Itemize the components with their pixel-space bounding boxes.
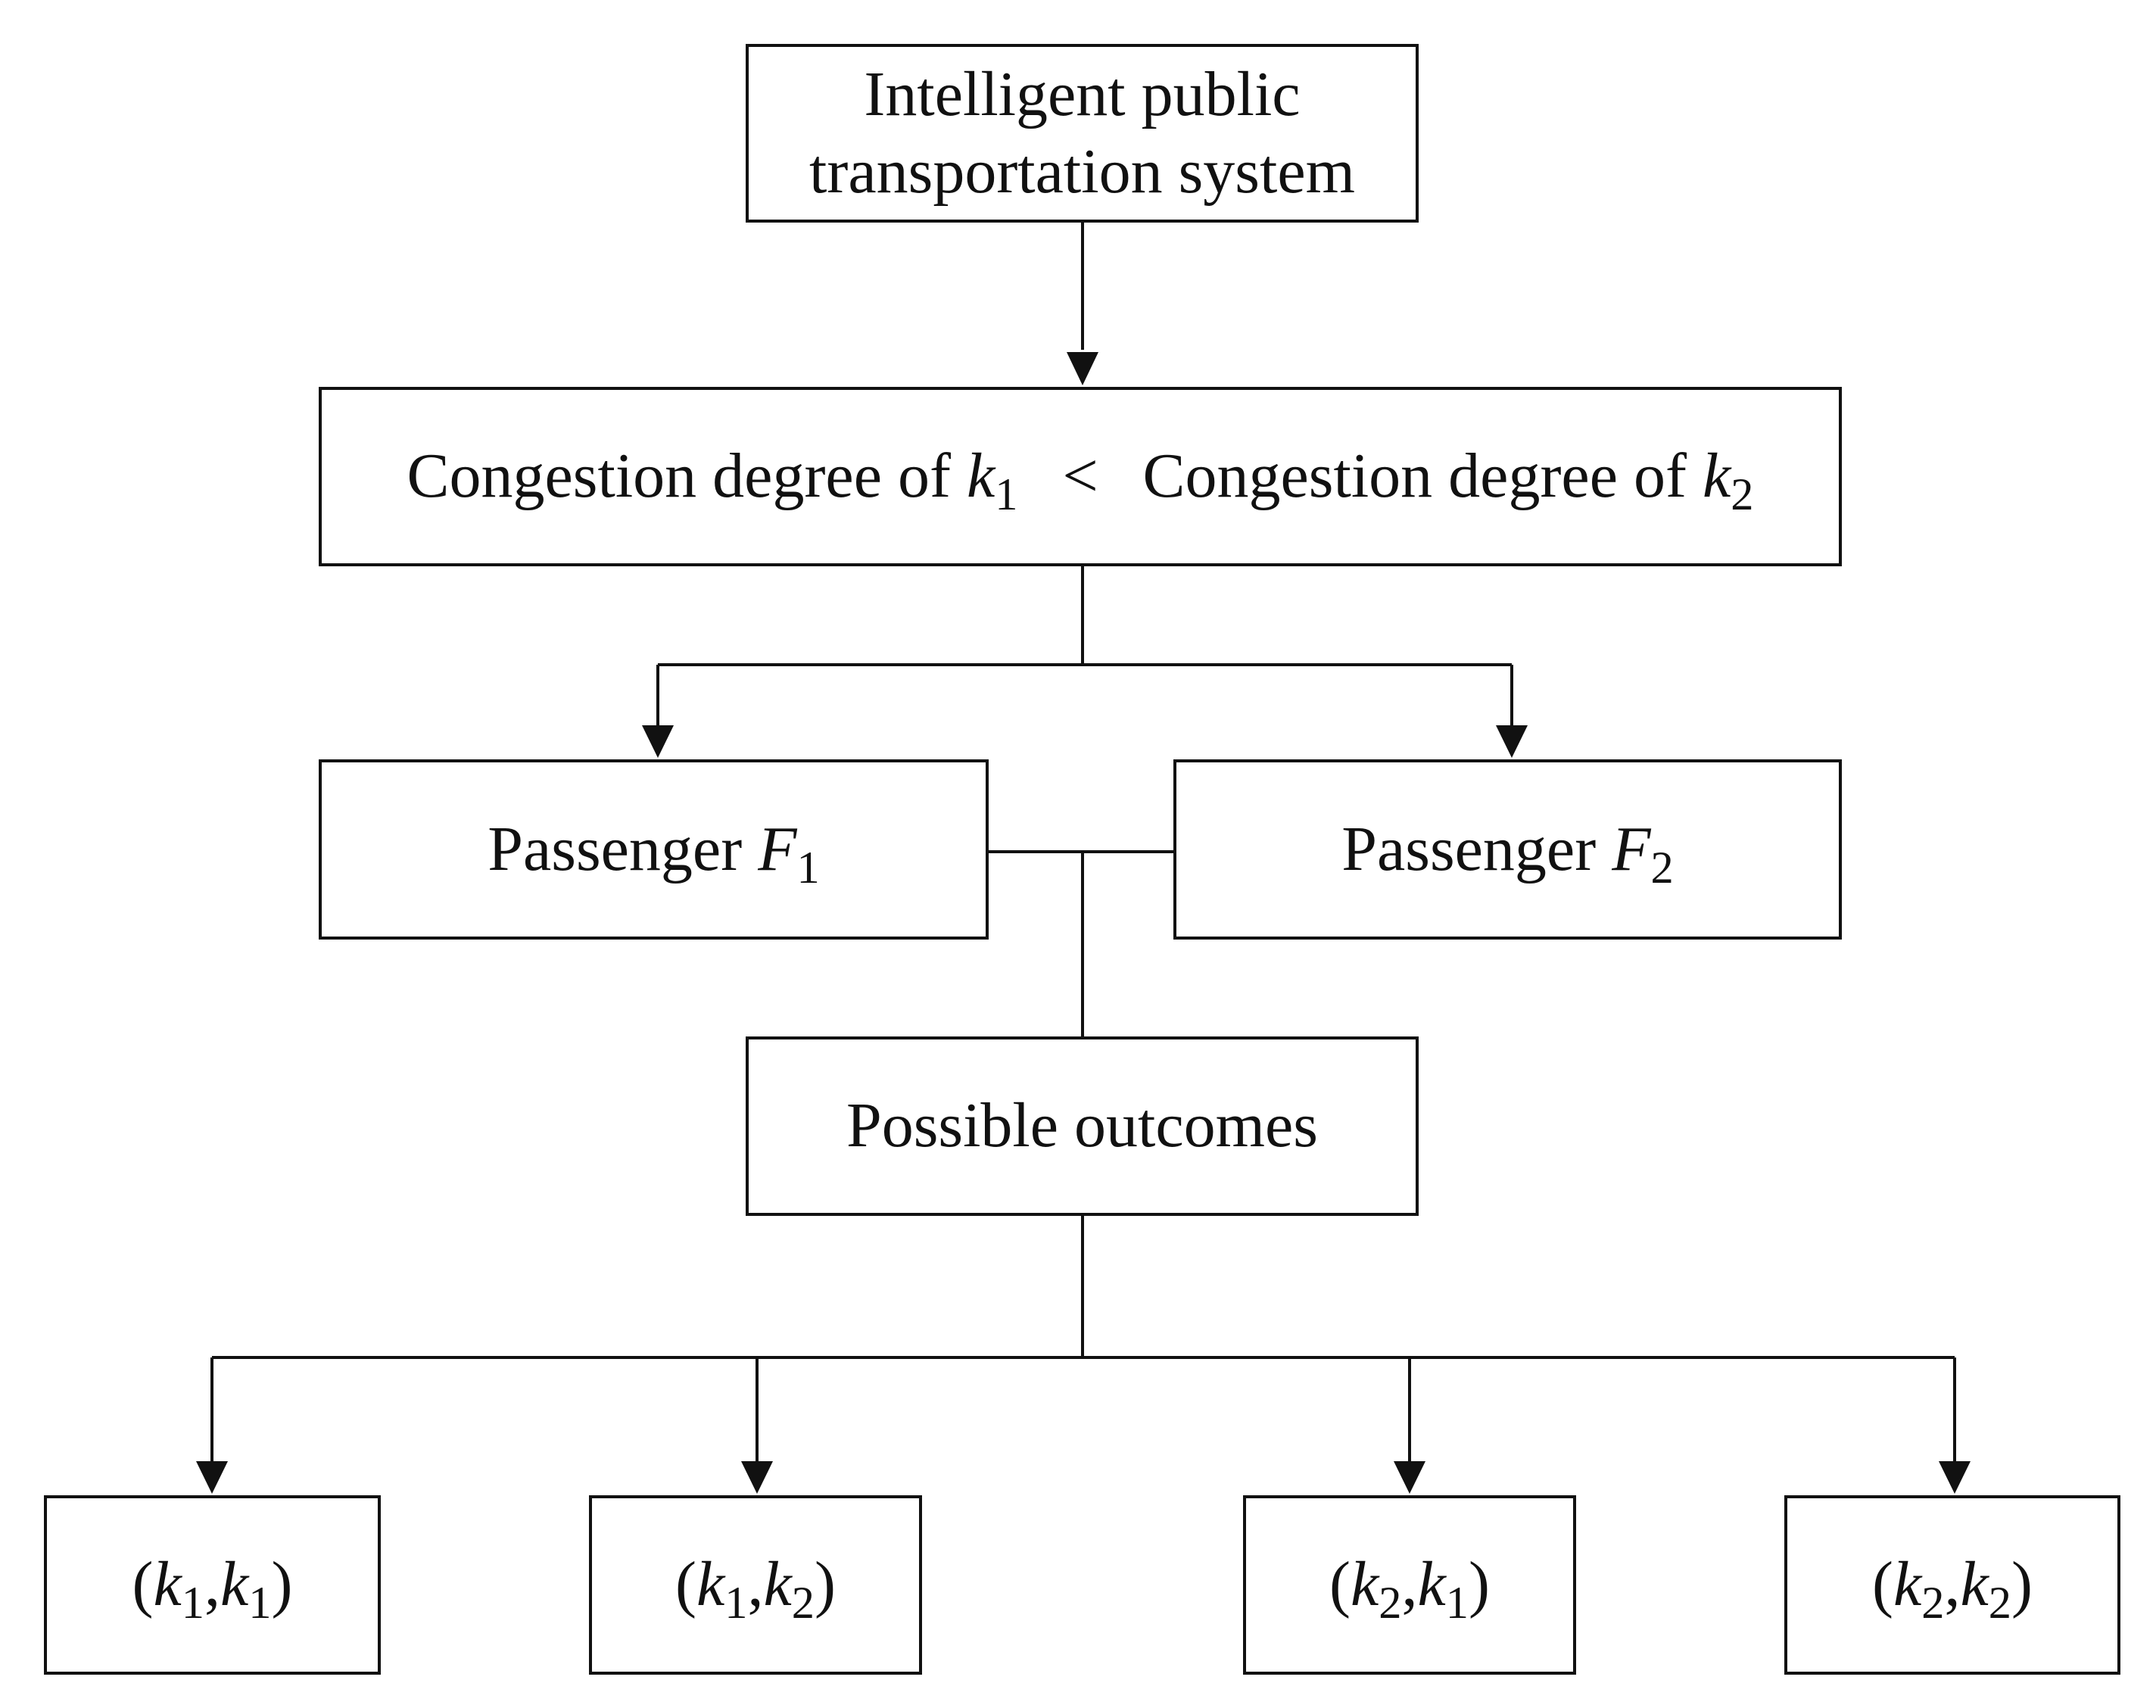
congestion-label: Congestion degree of k1 < Congestion deg… — [407, 438, 1754, 520]
connector-congestion-to-passengers — [642, 566, 1528, 758]
passenger-1-text: Passenger — [488, 813, 759, 884]
outcome-1-a-sub: 1 — [181, 1578, 204, 1629]
outcome-2-open: ( — [675, 1549, 696, 1620]
connector-passengers-to-possible-outcomes — [989, 850, 1173, 1036]
outcome-1-b-sub: 1 — [248, 1578, 272, 1629]
node-outcome-3: (k2,k1) — [1243, 1495, 1576, 1675]
node-congestion-comparison: Congestion degree of k1 < Congestion deg… — [319, 387, 1842, 566]
arrowhead-to-passenger-1 — [642, 725, 674, 758]
passenger-1-var: F — [758, 813, 797, 884]
connector-possible-to-outcomes — [196, 1216, 1971, 1494]
congestion-left-var: k — [966, 441, 995, 512]
outcome-4-open: ( — [1871, 1549, 1893, 1620]
passenger-2-label: Passenger F2 — [1341, 811, 1673, 893]
arrowhead-to-outcome-1 — [196, 1461, 228, 1494]
outcome-2-sep: , — [747, 1549, 764, 1620]
outcome-3-a-var: k — [1350, 1549, 1379, 1620]
outcome-1-a-var: k — [153, 1549, 182, 1620]
outcome-2-close: ) — [815, 1549, 837, 1620]
congestion-left-text: Congestion degree of — [407, 441, 967, 512]
outcome-4-label: (k2,k2) — [1871, 1546, 2033, 1629]
outcome-3-a-sub: 2 — [1379, 1578, 1402, 1629]
outcome-4-a-sub: 2 — [1921, 1578, 1945, 1629]
node-system-line-1: Intelligent public — [864, 58, 1301, 129]
node-system-line-2: transportation system — [809, 136, 1355, 207]
node-outcome-4: (k2,k2) — [1784, 1495, 2120, 1675]
outcome-4-b-var: k — [1960, 1549, 1989, 1620]
outcome-3-close: ) — [1469, 1549, 1491, 1620]
congestion-right-text: Congestion degree of — [1142, 441, 1703, 512]
arrowhead-to-outcome-3 — [1394, 1461, 1425, 1494]
outcome-4-a-var: k — [1893, 1549, 1922, 1620]
passenger-2-var: F — [1612, 813, 1651, 884]
node-passenger-2: Passenger F2 — [1173, 759, 1842, 940]
outcome-4-sep: , — [1944, 1549, 1961, 1620]
passenger-1-label: Passenger F1 — [488, 811, 819, 893]
outcome-4-b-sub: 2 — [1988, 1578, 2012, 1629]
outcome-2-b-var: k — [763, 1549, 792, 1620]
outcome-1-label: (k1,k1) — [132, 1546, 293, 1629]
outcome-3-label: (k2,k1) — [1329, 1546, 1491, 1629]
arrowhead-to-outcome-2 — [741, 1461, 773, 1494]
outcome-3-sep: , — [1401, 1549, 1418, 1620]
outcome-4-close: ) — [2011, 1549, 2033, 1620]
node-intelligent-public-transportation-system: Intelligent public transportation system — [746, 44, 1419, 223]
outcome-2-a-var: k — [696, 1549, 725, 1620]
outcome-1-b-var: k — [220, 1549, 249, 1620]
outcome-2-b-sub: 2 — [791, 1578, 815, 1629]
outcome-1-sep: , — [204, 1549, 220, 1620]
congestion-operator: < — [1062, 441, 1098, 512]
passenger-1-sub: 1 — [796, 842, 820, 893]
congestion-left-sub: 1 — [995, 469, 1018, 521]
arrowhead-system-to-congestion — [1067, 352, 1098, 385]
outcome-2-label: (k1,k2) — [675, 1546, 837, 1629]
outcome-3-b-var: k — [1417, 1549, 1446, 1620]
outcome-3-b-sub: 1 — [1445, 1578, 1469, 1629]
congestion-right-sub: 2 — [1731, 469, 1754, 521]
node-outcome-2: (k1,k2) — [589, 1495, 922, 1675]
passenger-2-sub: 2 — [1650, 842, 1674, 893]
node-passenger-1: Passenger F1 — [319, 759, 989, 940]
outcome-3-open: ( — [1329, 1549, 1351, 1620]
possible-outcomes-label: Possible outcomes — [846, 1090, 1318, 1161]
connector-system-to-congestion — [1067, 223, 1098, 385]
arrowhead-to-outcome-4 — [1939, 1461, 1971, 1494]
outcome-1-close: ) — [271, 1549, 293, 1620]
node-possible-outcomes: Possible outcomes — [746, 1036, 1419, 1216]
node-outcome-1: (k1,k1) — [44, 1495, 381, 1675]
passenger-2-text: Passenger — [1341, 813, 1612, 884]
outcome-1-open: ( — [132, 1549, 154, 1620]
node-system-label: Intelligent public transportation system — [809, 56, 1355, 211]
congestion-right-var: k — [1702, 441, 1731, 512]
arrowhead-to-passenger-2 — [1496, 725, 1528, 758]
outcome-2-a-sub: 1 — [724, 1578, 748, 1629]
